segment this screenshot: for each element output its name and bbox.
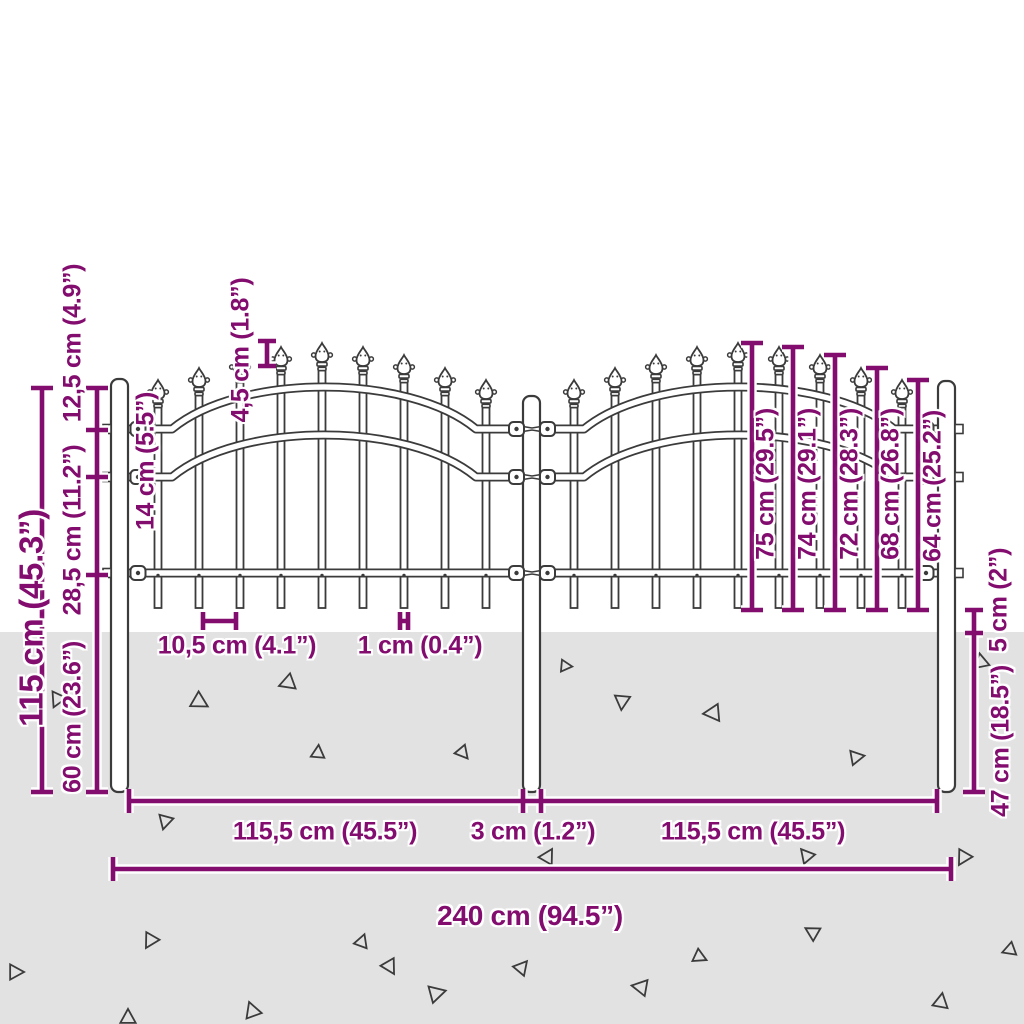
soil-triangles [9, 651, 1018, 1024]
label-rail-spacing: 14 cm (5.5”) [131, 391, 160, 531]
label-post-width: 3 cm (1.2”) [470, 817, 596, 846]
label-picket-height-68: 68 cm (26.8”) [876, 408, 905, 560]
label-top-rail-offset: 12,5 cm (4.9”) [58, 263, 87, 423]
label-picket-gap: 10,5 cm (4.1”) [157, 631, 317, 660]
label-total-width: 240 cm (94.5”) [437, 900, 623, 931]
label-picket-height-64: 64 cm (25.2”) [918, 410, 947, 562]
label-panel-width-left: 115,5 cm (45.5”) [232, 817, 418, 846]
label-picket-height-74: 74 cm (29.1”) [793, 408, 822, 560]
label-spear-height: 4,5 cm (1.8”) [226, 277, 255, 423]
fence-posts [109, 377, 957, 794]
label-ground-clearance: 5 cm (2”) [984, 547, 1013, 653]
label-post-underground: 47 cm (18.5”) [986, 665, 1015, 817]
ground [0, 632, 1024, 1024]
label-picket-width: 1 cm (0.4”) [357, 631, 483, 660]
label-total-height: 115 cm (45.3”) [12, 509, 50, 727]
fence-pickets [146, 342, 914, 609]
dimension-lines [31, 336, 985, 881]
rail-rivets [156, 573, 904, 578]
label-picket-height-75: 75 cm (29.5”) [751, 408, 780, 560]
label-underground-depth: 60 cm (23.6”) [58, 641, 87, 793]
label-panel-width-right: 115,5 cm (45.5”) [660, 817, 846, 846]
label-picket-height-72: 72 cm (28.3”) [835, 408, 864, 560]
label-mid-to-bottom-rail: 28,5 cm (11.2”) [58, 444, 87, 616]
